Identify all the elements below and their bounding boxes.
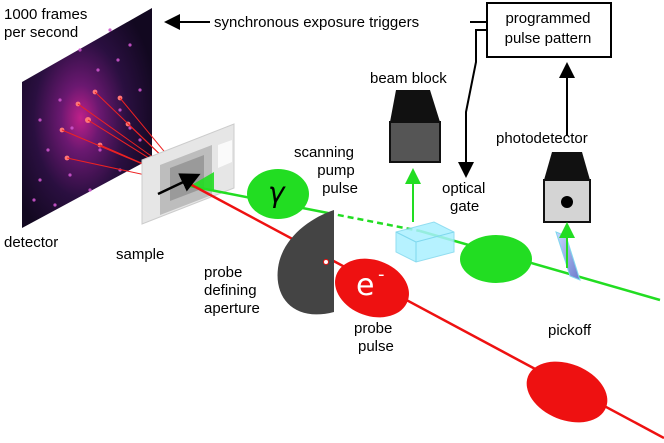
electron-charge-symbol: - xyxy=(378,264,385,285)
probe-pulse-2 xyxy=(526,361,608,423)
sync-triggers-label: synchronous exposure triggers xyxy=(214,14,420,31)
probe-pulse-label-1: probe xyxy=(354,320,393,337)
frames-label-2: per second xyxy=(4,24,79,41)
pump-pulse-gamma xyxy=(247,169,309,219)
optical-gate-label-2: gate xyxy=(450,198,480,215)
probe-pulse-electron xyxy=(335,258,409,318)
programmed-label-2: pulse pattern xyxy=(504,30,592,47)
photodetector xyxy=(543,152,591,223)
scanning-label-2: pump xyxy=(317,162,355,179)
gamma-symbol: γ xyxy=(268,176,285,209)
photodetector-label: photodetector xyxy=(496,130,588,147)
probe-defining-aperture xyxy=(277,210,334,315)
pump-pulse-2 xyxy=(460,235,532,283)
pattern-to-gate-arrow xyxy=(458,29,486,178)
programmed-label-1: programmed xyxy=(505,10,591,27)
sample-label: sample xyxy=(116,246,165,263)
aperture-label-1: probe xyxy=(204,264,243,281)
detector-screen xyxy=(22,8,152,228)
detector-label: detector xyxy=(4,234,59,251)
scanning-label-1: scanning xyxy=(293,144,355,161)
aperture-hole xyxy=(323,259,329,265)
probe-pulse-label-2: pulse xyxy=(358,338,394,355)
sample-holder xyxy=(141,123,235,225)
electron-symbol: e xyxy=(356,268,375,303)
optical-gate xyxy=(395,221,455,263)
aperture-label-3: aperture xyxy=(204,300,260,317)
pickoff-label: pickoff xyxy=(548,322,592,339)
scanning-label-3: pulse xyxy=(322,180,358,197)
beam-block-label: beam block xyxy=(370,70,447,87)
optical-gate-label-1: optical xyxy=(442,180,486,197)
scan-direction-arrow xyxy=(157,173,201,196)
aperture-label-2: defining xyxy=(204,282,257,299)
frames-label-1: 1000 frames xyxy=(4,6,88,23)
programmed-pulse-pattern-box xyxy=(486,2,612,58)
beam-block xyxy=(389,90,441,163)
